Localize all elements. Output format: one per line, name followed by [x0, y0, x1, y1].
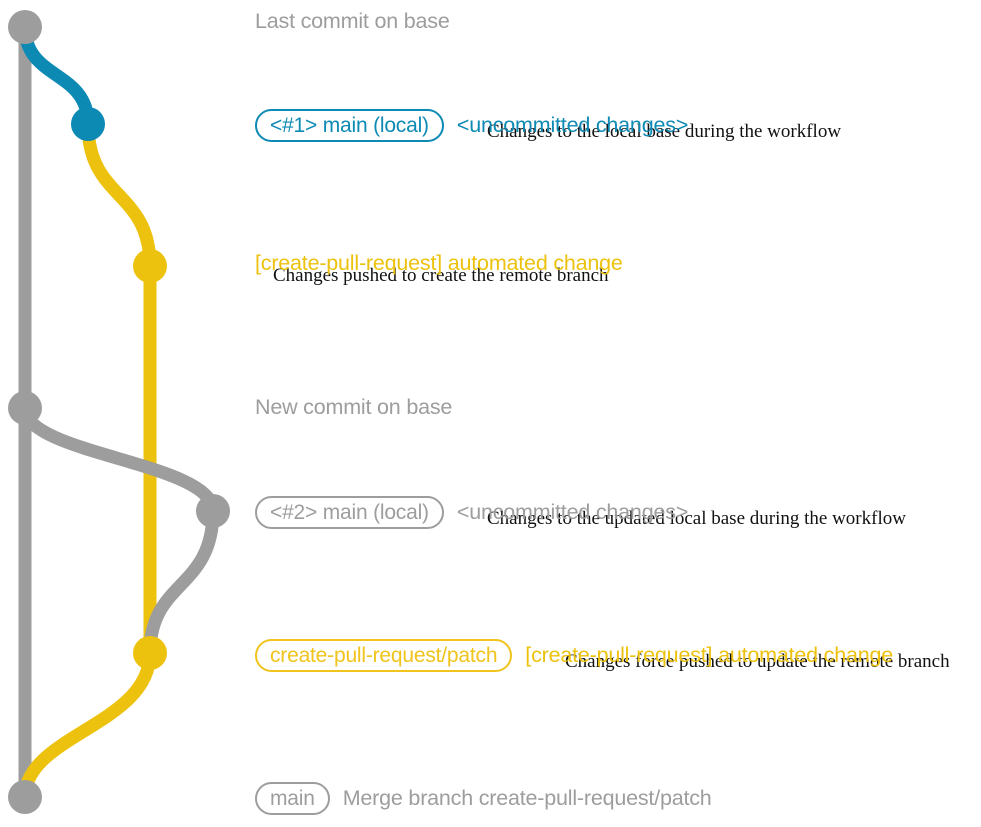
merge-commit-node[interactable]: [8, 780, 42, 814]
commit-row-local-main-1: <#1> main (local) <uncommitted changes> …: [255, 109, 842, 142]
commit-subject: Merge branch create-pull-request/patch: [342, 786, 712, 810]
base-head-node[interactable]: [8, 10, 42, 44]
commit-headline: New commit on base: [255, 395, 453, 419]
commit-subject: <uncommitted changes>: [456, 113, 689, 137]
commit-headline: [create-pull-request] automated change: [255, 251, 623, 275]
base-to-local-2-edge: [18, 401, 220, 518]
commit-note: Changes to the local base during the wor…: [487, 121, 842, 142]
commit-subject: [create-pull-request] automated change: [525, 643, 893, 667]
remote-2-to-merge-edge: [18, 646, 157, 804]
commit-headline: main Merge branch create-pull-request/pa…: [255, 782, 712, 815]
local-commit-1-node[interactable]: [71, 107, 105, 141]
remote-commit-2-node[interactable]: [133, 636, 167, 670]
remote-commit-1-node[interactable]: [133, 249, 167, 283]
commit-row-automated-change-2: create-pull-request/patch [create-pull-r…: [255, 639, 950, 672]
commit-note: Changes pushed to create the remote bran…: [273, 265, 609, 286]
branch-pill-local-main-1[interactable]: <#1> main (local): [255, 109, 444, 142]
commit-headline: Last commit on base: [255, 9, 450, 33]
commit-subject: <uncommitted changes>: [456, 500, 689, 524]
commit-headline: create-pull-request/patch [create-pull-r…: [255, 639, 893, 672]
branch-pill-main[interactable]: main: [255, 782, 330, 815]
local-commit-2-node[interactable]: [196, 494, 230, 528]
commit-subject: New commit on base: [255, 395, 453, 419]
commit-note: Changes to the updated local base during…: [487, 508, 906, 529]
commit-subject: [create-pull-request] automated change: [255, 251, 623, 275]
branch-pill-create-pull-request-patch[interactable]: create-pull-request/patch: [255, 639, 513, 672]
base-to-local-1-edge: [18, 20, 95, 131]
commit-row-local-main-2: <#2> main (local) <uncommitted changes> …: [255, 496, 906, 529]
commit-subject: Last commit on base: [255, 9, 450, 33]
commit-row-automated-change-1: [create-pull-request] automated change C…: [255, 252, 623, 286]
local-1-to-remote-1-edge: [81, 117, 157, 273]
local-2-to-remote-2-edge: [143, 504, 220, 660]
commit-note: Changes force pushed to update the remot…: [565, 651, 950, 672]
base-new-commit-node[interactable]: [8, 391, 42, 425]
branch-pill-local-main-2[interactable]: <#2> main (local): [255, 496, 444, 529]
commit-headline: <#2> main (local) <uncommitted changes>: [255, 496, 688, 529]
commit-headline: <#1> main (local) <uncommitted changes>: [255, 109, 688, 142]
